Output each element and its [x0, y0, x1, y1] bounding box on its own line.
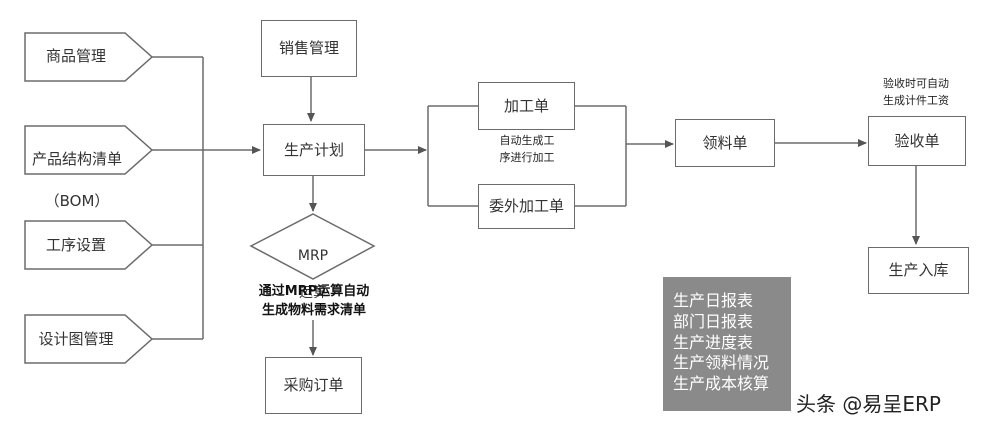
report-item: 生产成本核算: [673, 374, 770, 394]
bom-label-line2: （BOM）: [44, 192, 110, 210]
process-setup-shape: [24, 220, 154, 270]
acceptance-label: 验收单: [894, 131, 940, 150]
purchase-order-label: 采购订单: [283, 376, 344, 395]
report-item: 生产领料情况: [673, 353, 770, 373]
material-requisition-box: 领料单: [675, 119, 775, 167]
outsourced-order-label: 委外加工单: [488, 197, 564, 216]
bom-label: 产品结构清单 （BOM）: [25, 128, 129, 233]
mrp-note: 通过MRP运算自动 生成物料需求清单: [258, 284, 370, 318]
drawing-management-shape: [24, 314, 154, 364]
product-management-label: 商品管理: [45, 47, 106, 65]
warehouse-in-box: 生产入库: [868, 247, 969, 294]
report-item: 生产日报表: [673, 291, 754, 310]
production-plan-box: 生产计划: [263, 124, 365, 176]
production-plan-label: 生产计划: [283, 140, 344, 159]
outsourced-order-box: 委外加工单: [478, 184, 575, 229]
report-item: 生产进度表: [673, 332, 754, 352]
report-item: 部门日报表: [673, 311, 754, 331]
bom-shape: [24, 125, 154, 175]
auto-process-note: 自动生成工 序进行加工: [499, 134, 555, 164]
mrp-diamond: [249, 213, 376, 280]
material-requisition-label: 领料单: [702, 133, 748, 152]
mrp-label-line2: 运算: [299, 284, 327, 301]
warehouse-in-label: 生产入库: [888, 261, 949, 280]
acceptance-box: 验收单: [868, 116, 966, 166]
mrp-label-line1: MRP: [297, 248, 329, 265]
reports-box: 生产日报表 部门日报表 生产进度表 生产领料情况 生产成本核算: [663, 277, 791, 411]
acceptance-note: 验收时可自动 生成计件工资: [883, 77, 949, 107]
processing-order-box: 加工单: [478, 82, 575, 130]
processing-order-label: 加工单: [503, 96, 549, 115]
purchase-order-box: 采购订单: [265, 357, 362, 414]
mrp-label: MRP 运算: [263, 229, 363, 320]
drawing-management-label: 设计图管理: [38, 330, 114, 348]
process-setup-label: 工序设置: [45, 236, 106, 254]
bom-label-line1: 产品结构清单: [31, 150, 122, 168]
sales-management-box: 销售管理: [261, 20, 357, 77]
watermark: 头条 @易呈ERP: [796, 392, 941, 416]
product-management-shape: [24, 32, 154, 82]
sales-management-label: 销售管理: [278, 39, 339, 58]
